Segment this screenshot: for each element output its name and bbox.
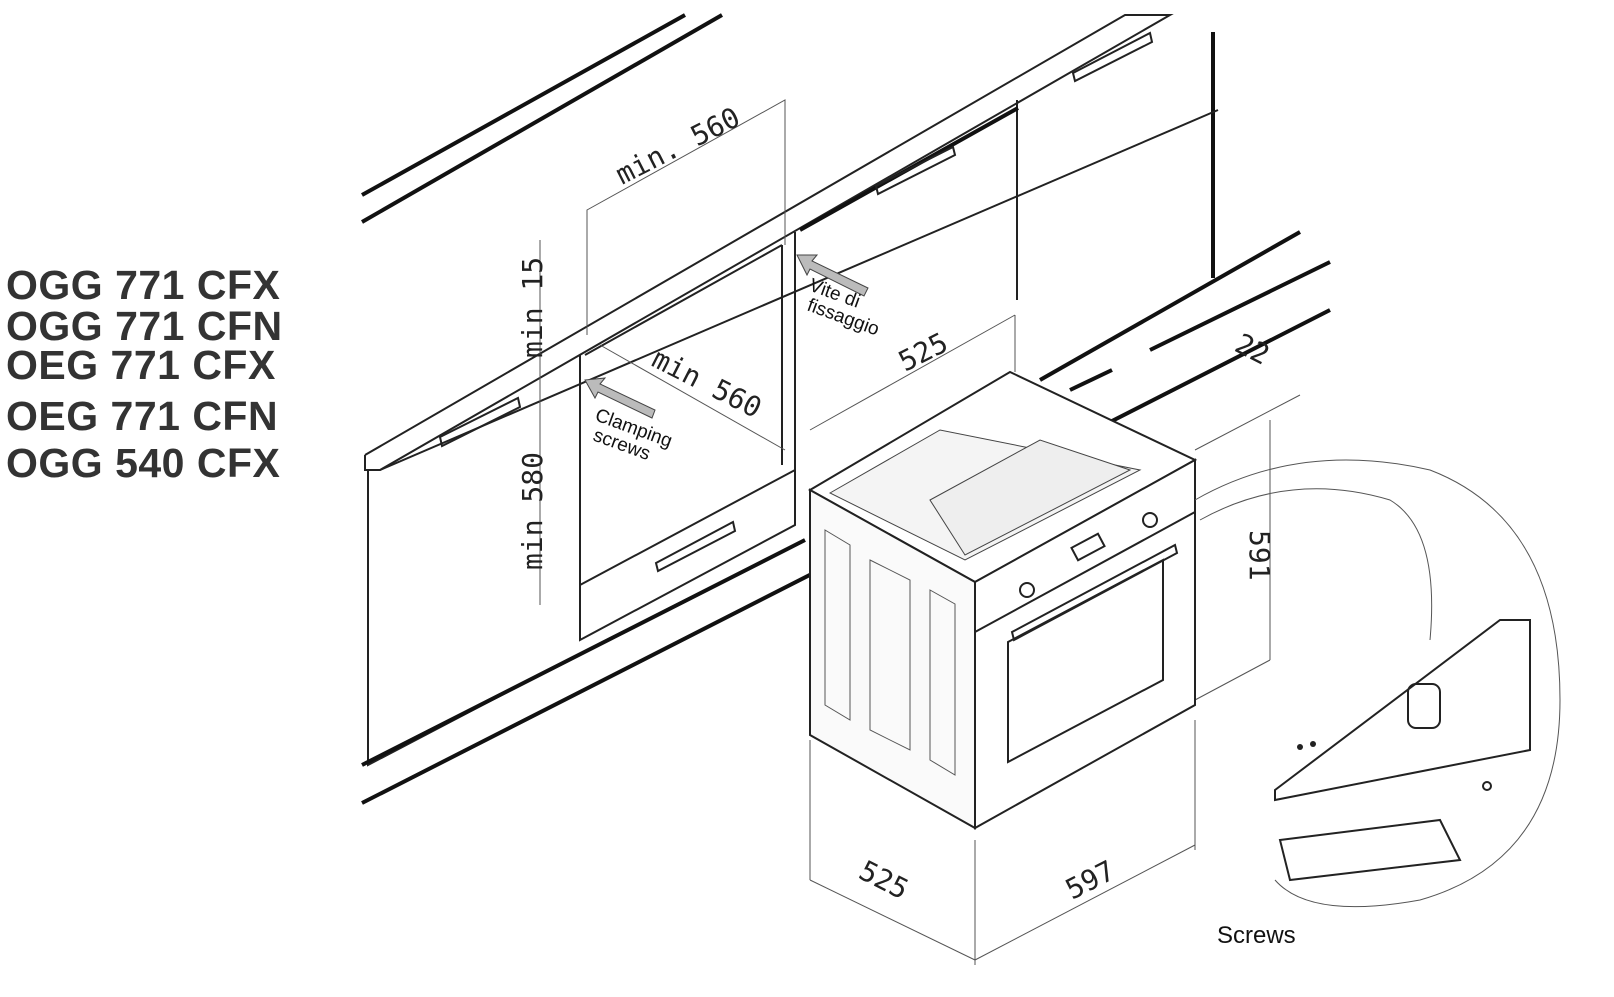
model-name: OEG 771 CFX	[6, 342, 276, 388]
cabinet-handles	[438, 31, 1154, 573]
dimension-label: min 580	[516, 452, 549, 570]
dimension-label: 597	[1060, 854, 1120, 906]
dimension-label: 525	[854, 854, 914, 906]
worktop	[364, 14, 1219, 471]
dimension-label: 591	[1243, 530, 1276, 581]
dimension-label: min 15	[516, 257, 549, 358]
dimension-label: min. 560	[610, 101, 745, 192]
model-name: OGG 771 CFX	[6, 262, 281, 308]
screw-detail-inset	[1194, 459, 1561, 908]
model-name: OGG 540 CFX	[6, 440, 281, 486]
dimension-label: 525	[893, 326, 953, 378]
dimension-label: min 560	[647, 342, 767, 425]
oven	[807, 370, 1198, 830]
model-name: OGG 771 CFN	[6, 303, 283, 349]
dimension-label: 22	[1230, 327, 1275, 372]
upper-cabinet-lines	[361, 13, 1215, 300]
arrow-icon	[584, 254, 869, 419]
model-list: OGG 771 CFX OGG 771 CFN OEG 771 CFX OEG …	[6, 262, 346, 487]
model-name: OEG 771 CFN	[6, 393, 279, 439]
screws-label: Screws	[1217, 922, 1296, 949]
niche-dimension-lines	[539, 99, 1301, 965]
